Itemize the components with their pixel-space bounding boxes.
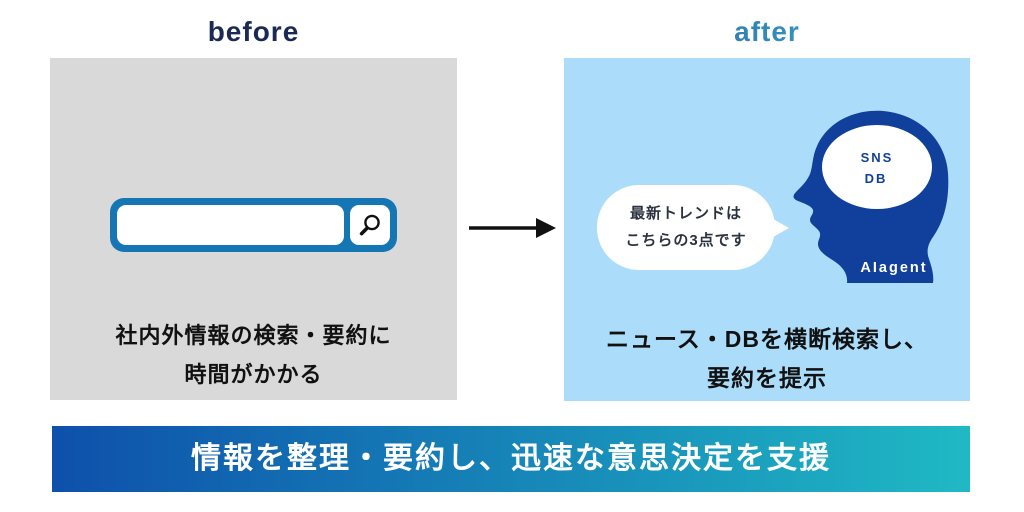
- brain-label-sns: SNS: [861, 150, 894, 165]
- speech-bubble: 最新トレンドは こちらの3点です: [597, 185, 789, 270]
- after-title: after: [564, 12, 970, 52]
- before-caption-line2: 時間がかかる: [184, 362, 323, 387]
- bubble-line1: 最新トレンドは: [629, 205, 742, 222]
- after-caption: ニュース・DBを横断検索し、 要約を提示: [564, 320, 970, 398]
- summary-banner-text: 情報を整理・要約し、迅速な意思決定を支援: [191, 442, 831, 475]
- search-bar: [110, 198, 397, 252]
- before-panel: 社内外情報の検索・要約に 時間がかかる: [50, 58, 457, 400]
- ai-agent-label: AIagent: [860, 260, 927, 276]
- after-caption-line1: ニュース・DBを横断検索し、: [605, 326, 929, 352]
- search-button[interactable]: [350, 205, 390, 245]
- brain-label-db: DB: [865, 171, 888, 186]
- arrow-right-icon: [466, 212, 560, 244]
- ai-agent-head-icon: SNS DB AIagent: [793, 110, 950, 283]
- after-panel: 最新トレンドは こちらの3点です SNS DB AIagent ニュース・DBを…: [564, 58, 970, 401]
- after-caption-line2: 要約を提示: [707, 365, 827, 391]
- bubble-line2: こちらの3点です: [625, 232, 747, 249]
- magnifier-icon: [357, 212, 383, 238]
- brain-circle: [822, 125, 932, 209]
- before-caption: 社内外情報の検索・要約に 時間がかかる: [50, 316, 457, 394]
- summary-banner: 情報を整理・要約し、迅速な意思決定を支援: [52, 426, 970, 492]
- before-caption-line1: 社内外情報の検索・要約に: [115, 323, 392, 348]
- before-title: before: [207, 16, 300, 47]
- search-input[interactable]: [117, 205, 344, 245]
